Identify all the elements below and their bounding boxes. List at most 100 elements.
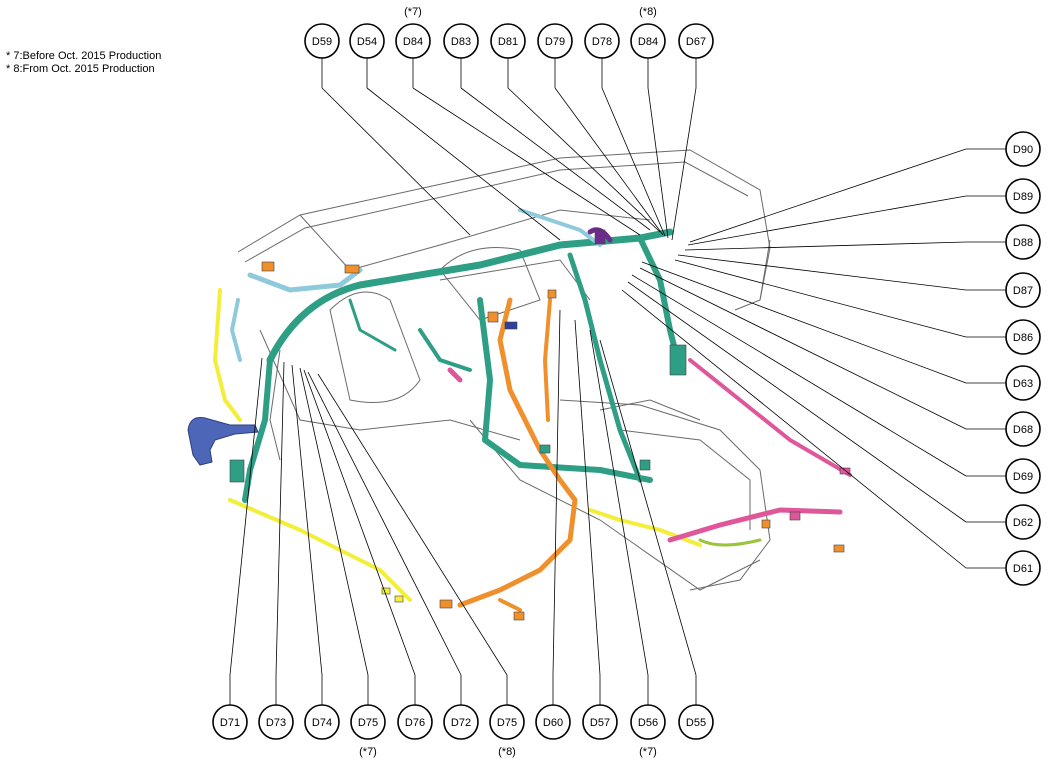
- callout-label: D67: [686, 36, 706, 48]
- callout-circle: [443, 23, 479, 59]
- callout-bottom-d75: D75: [350, 704, 386, 740]
- callout-circle: [630, 704, 666, 740]
- callout-bottom-d73: D73: [258, 704, 294, 740]
- callout-label: D75: [497, 717, 517, 729]
- callout-bottom-d57: D57: [582, 704, 618, 740]
- callout-circle: [304, 23, 340, 59]
- callout-circle: [1005, 504, 1041, 540]
- callout-top-d54: D54: [349, 23, 385, 59]
- leader-line-right: [631, 274, 967, 477]
- callout-right-d63: D63: [1005, 365, 1041, 401]
- callout-right-d90: D90: [1005, 131, 1041, 167]
- leader-line-bottom: [229, 357, 263, 676]
- callout-circle: [584, 23, 620, 59]
- leader-line-top: [671, 87, 697, 241]
- callout-label: D78: [592, 36, 612, 48]
- leader-line-bottom: [303, 369, 416, 676]
- callout-top-d59: D59: [304, 23, 340, 59]
- leader-line-right: [674, 259, 967, 338]
- callout-circle: [1005, 411, 1041, 447]
- leader-line-right: [687, 195, 967, 246]
- callout-label: D61: [1013, 563, 1033, 575]
- callout-circle: [1005, 365, 1041, 401]
- blue-part: [187, 417, 259, 466]
- callout-circle: [212, 704, 248, 740]
- production-note: (*7): [404, 6, 422, 18]
- callout-top-d67: D67: [678, 23, 714, 59]
- callout-label: D60: [543, 717, 563, 729]
- leader-line-bottom: [299, 367, 369, 676]
- callout-label: D75: [358, 717, 378, 729]
- callout-top-d83: D83: [443, 23, 479, 59]
- callout-circle: [630, 23, 666, 59]
- leader-line-top: [647, 87, 669, 239]
- callout-circle: [582, 704, 618, 740]
- callout-circle: [304, 704, 340, 740]
- callout-circle: [535, 704, 571, 740]
- leader-line-bottom: [589, 329, 649, 676]
- leader-line-right: [689, 148, 967, 243]
- callout-label: D76: [405, 717, 425, 729]
- callout-label: D84: [403, 36, 423, 48]
- callout-label: D74: [312, 717, 332, 729]
- callout-bottom-d71: D71: [212, 704, 248, 740]
- callout-label: D87: [1013, 285, 1033, 297]
- leader-line-top: [601, 87, 666, 237]
- callout-circle: [443, 704, 479, 740]
- callout-circle: [350, 704, 386, 740]
- leader-line-bottom: [552, 309, 561, 676]
- leader-line-bottom: [291, 364, 323, 676]
- callout-top-d81: D81: [490, 23, 526, 59]
- callout-label: D62: [1013, 517, 1033, 529]
- callout-circle: [395, 23, 431, 59]
- callout-bottom-d60: D60: [535, 704, 571, 740]
- callout-circle: [537, 23, 573, 59]
- callout-label: D54: [357, 36, 377, 48]
- production-note: (*8): [639, 6, 657, 18]
- callout-circle: [678, 704, 714, 740]
- callout-label: D90: [1013, 144, 1033, 156]
- callout-bottom-d56: D56: [630, 704, 666, 740]
- harness-connectors: [229, 229, 851, 621]
- callout-bottom-d75: D75: [489, 704, 525, 740]
- callout-bottom-d72: D72: [443, 704, 479, 740]
- callout-circle: [1005, 319, 1041, 355]
- callout-label: D71: [220, 717, 240, 729]
- callout-circle: [1005, 178, 1041, 214]
- callout-label: D72: [451, 717, 471, 729]
- wiring-harness: [213, 208, 852, 612]
- leader-line-top: [460, 87, 651, 231]
- leader-line-top: [554, 87, 664, 236]
- callout-label: D56: [638, 717, 658, 729]
- leader-line-bottom: [599, 339, 697, 676]
- footnote-8: * 8:From Oct. 2015 Production: [6, 63, 155, 75]
- leader-line-right: [684, 241, 967, 251]
- footnotes: * 7:Before Oct. 2015 Production * 8:From…: [6, 50, 161, 76]
- callout-right-d68: D68: [1005, 411, 1041, 447]
- callout-label: D83: [451, 36, 471, 48]
- callout-circle: [490, 23, 526, 59]
- callout-label: D88: [1013, 237, 1033, 249]
- callout-bottom-d55: D55: [678, 704, 714, 740]
- leader-line-bottom: [307, 371, 462, 676]
- callout-circle: [1005, 458, 1041, 494]
- callout-circle: [1005, 550, 1041, 586]
- callout-circle: [258, 704, 294, 740]
- leader-line-bottom: [317, 373, 508, 676]
- leader-line-right: [621, 289, 967, 569]
- callout-right-d86: D86: [1005, 319, 1041, 355]
- callout-label: D63: [1013, 378, 1033, 390]
- production-note: (*7): [359, 746, 377, 758]
- callout-right-d61: D61: [1005, 550, 1041, 586]
- callout-circle: [1005, 131, 1041, 167]
- callout-right-d69: D69: [1005, 458, 1041, 494]
- callout-label: D69: [1013, 471, 1033, 483]
- callout-label: D81: [498, 36, 518, 48]
- leader-lines: [229, 58, 1006, 705]
- callout-label: D73: [266, 717, 286, 729]
- callout-bottom-d74: D74: [304, 704, 340, 740]
- production-note: (*8): [498, 746, 516, 758]
- callout-label: D59: [312, 36, 332, 48]
